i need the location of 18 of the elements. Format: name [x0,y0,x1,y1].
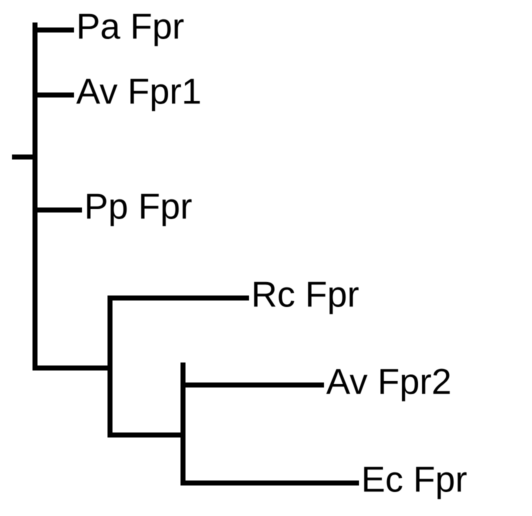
tree-branch [110,432,183,438]
tree-branch [35,28,74,32]
leaf-label: Av Fpr2 [326,368,450,402]
tree-branch [35,208,82,212]
tree-branch [180,362,186,486]
tree-branch [183,382,324,388]
tree-branch [183,480,359,486]
tree-branch [110,296,249,300]
leaf-label: Rc Fpr [254,282,359,314]
tree-branch [32,22,38,370]
tree-branch [35,366,110,370]
leaf-label: Av Fpr1 [76,78,200,112]
leaf-label: Pa Fpr [79,14,184,46]
tree-branch [12,154,35,160]
tree-branch [35,92,74,98]
tree-branch [108,296,112,438]
leaf-label: Pp Fpr [87,194,192,226]
leaf-label: Ec Fpr [364,466,467,500]
